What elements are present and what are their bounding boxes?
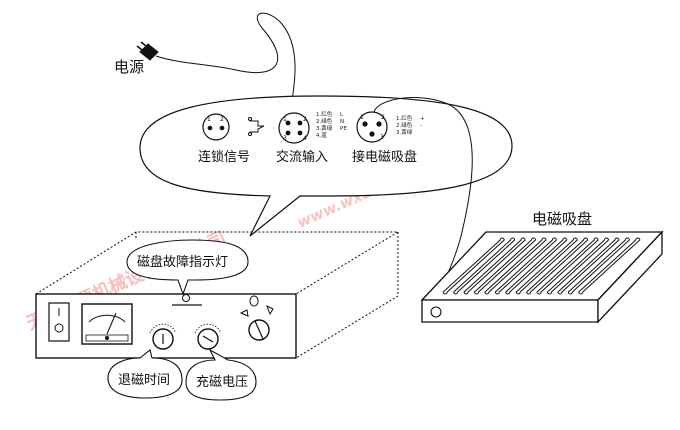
interlock-pin-2: 2 bbox=[220, 116, 224, 123]
ac-legend-code-3: PE bbox=[340, 126, 347, 132]
power-label: 电源 bbox=[114, 58, 144, 76]
chuck-slot bbox=[578, 237, 641, 295]
demag-time-knob bbox=[149, 323, 177, 350]
ac-pin-2: 2 bbox=[303, 116, 307, 123]
chuck-slot bbox=[484, 237, 547, 295]
ac-input-label: 交流输入 bbox=[276, 149, 328, 165]
ac-legend-2: 2.绿色 bbox=[316, 117, 333, 125]
fault-indicator-light bbox=[172, 294, 202, 306]
chuck-legend-3: 3.黄绿 bbox=[396, 128, 413, 136]
chuck-slot bbox=[567, 237, 630, 295]
ac-pin-1: 1 bbox=[283, 116, 287, 123]
chuck-wire-legend: 1.红色 2.绿色 3.黄绿 + - bbox=[396, 114, 425, 136]
demag-time-callout: 退磁时间 bbox=[107, 349, 183, 399]
chuck-legend-2: 2.绿色 bbox=[396, 121, 413, 129]
ac-pin-3: 3 bbox=[283, 135, 287, 142]
chuck-slot bbox=[557, 237, 620, 295]
power-switch bbox=[48, 302, 70, 342]
chuck-slot bbox=[536, 237, 599, 295]
charge-voltage-knob bbox=[194, 323, 222, 350]
ac-pin-4: 4 bbox=[303, 135, 307, 142]
chuck-legend-code-1: + bbox=[420, 116, 425, 122]
ac-legend-4: 4.蓝 bbox=[316, 131, 327, 139]
ac-input-connector: 1 2 3 4 bbox=[278, 112, 310, 144]
chuck-slot bbox=[463, 237, 526, 295]
fault-light-callout: 磁盘故障指示灯 bbox=[126, 239, 249, 296]
fault-light-label: 磁盘故障指示灯 bbox=[137, 254, 228, 270]
interlock-connector: 1 2 bbox=[202, 113, 230, 141]
chuck-legend-code-2: - bbox=[420, 123, 422, 129]
ac-legend-code-2: N bbox=[340, 119, 344, 125]
chuck-slot bbox=[494, 237, 557, 295]
chuck-cable bbox=[373, 97, 473, 305]
chuck-pin-1: 1 bbox=[360, 114, 364, 121]
chuck-slot bbox=[442, 237, 505, 295]
chuck-legend-1: 1.红色 bbox=[396, 114, 413, 122]
interlock-label: 连锁信号 bbox=[198, 149, 250, 165]
power-cord bbox=[155, 12, 296, 113]
demag-time-label: 退磁时间 bbox=[118, 373, 170, 388]
ac-legend-3: 3.黄绿 bbox=[316, 124, 333, 132]
chuck-slot bbox=[546, 237, 610, 295]
chuck-slot bbox=[505, 237, 568, 295]
interlock-switch-icon bbox=[248, 117, 265, 136]
chuck-slot bbox=[473, 237, 537, 295]
power-plug-icon bbox=[136, 41, 159, 61]
ac-legend-1: 1.红色 bbox=[316, 110, 333, 118]
connector-panel-bubble bbox=[139, 95, 513, 237]
magnetic-chuck bbox=[420, 230, 664, 324]
ac-wire-legend: 1.红色 2.绿色 3.黄绿 4.蓝 L N PE bbox=[316, 110, 347, 139]
chuck-connector-label: 接电磁吸盘 bbox=[352, 149, 417, 165]
interlock-pin-1: 1 bbox=[207, 116, 211, 123]
meter-gauge-icon bbox=[81, 303, 133, 345]
controller-box bbox=[35, 231, 400, 359]
chuck-connector: 1 2 3 bbox=[356, 111, 388, 143]
chuck-slot bbox=[526, 237, 589, 295]
chuck-pin-2: 2 bbox=[381, 114, 385, 121]
mode-selector-knob bbox=[239, 295, 274, 341]
chuck-pin-3: 3 bbox=[380, 134, 384, 141]
chuck-slot bbox=[453, 237, 516, 295]
magnetic-chuck-label: 电磁吸盘 bbox=[532, 210, 592, 228]
charge-voltage-callout: 充磁电压 bbox=[185, 348, 257, 401]
ac-legend-code-1: L bbox=[340, 112, 344, 118]
charge-voltage-label: 充磁电压 bbox=[196, 374, 248, 390]
chuck-slot bbox=[515, 237, 578, 295]
chuck-slot-group bbox=[442, 237, 641, 295]
